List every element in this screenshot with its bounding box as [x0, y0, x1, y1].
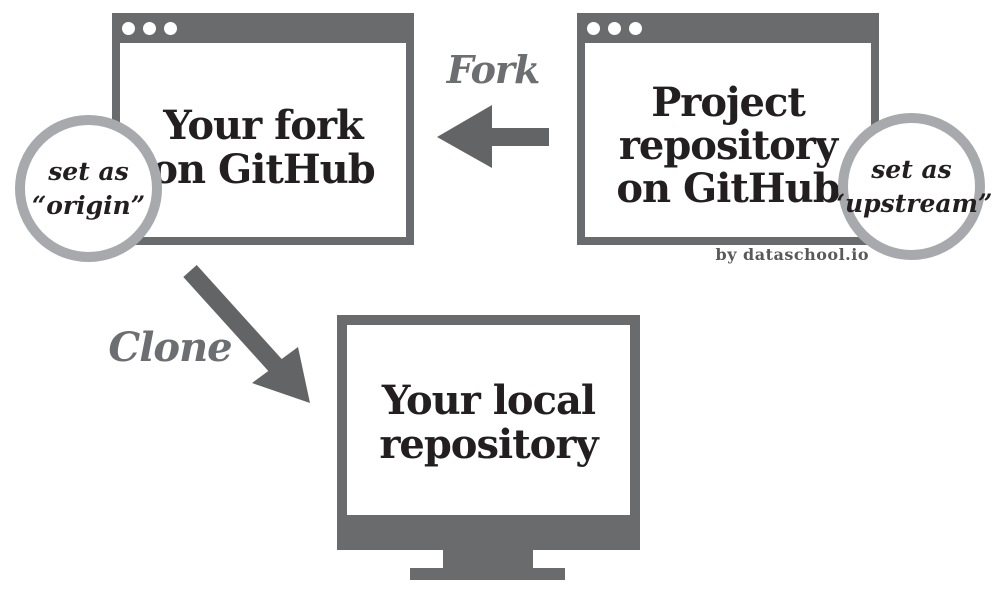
window-titlebar: [587, 22, 642, 35]
fork-arrow-icon: [437, 105, 549, 168]
monitor-stand-base: [410, 568, 565, 580]
window-control-dot: [587, 22, 600, 35]
window-control-dot: [143, 22, 156, 35]
origin-badge: set as “origin”: [15, 115, 162, 262]
upstream-badge-line2: “upstream”: [830, 188, 993, 218]
window-control-dot: [608, 22, 621, 35]
window-control-dot: [164, 22, 177, 35]
project-window-title-line2: repository: [618, 121, 838, 169]
project-window-title-line1: Project: [651, 78, 806, 126]
window-control-dot: [122, 22, 135, 35]
project-window-title-line3: on GitHub: [616, 164, 840, 212]
clone-arrow-icon: [183, 265, 310, 403]
clone-arrow-label: Clone: [108, 324, 232, 371]
credit-text: by dataschool.io: [715, 245, 869, 264]
fork-arrow-label: Fork: [446, 47, 541, 92]
project-window-body: Project repository on GitHub: [585, 43, 871, 237]
fork-window: Your fork on GitHub: [112, 13, 414, 245]
origin-badge-line2: “origin”: [31, 190, 146, 220]
local-repository-title-line1: Your local: [381, 376, 596, 424]
monitor-screen: Your local repository: [347, 325, 630, 515]
fork-window-title-line2: on GitHub: [151, 146, 375, 193]
upstream-badge-line1: set as: [871, 154, 952, 184]
fork-window-title-line1: Your fork: [163, 102, 364, 149]
origin-badge-line1: set as: [48, 156, 129, 186]
project-window: Project repository on GitHub: [577, 13, 879, 245]
project-window-title: Project repository on GitHub: [616, 78, 840, 212]
local-repository-title: Your local repository: [379, 376, 598, 468]
local-repository-title-line2: repository: [379, 420, 598, 468]
window-titlebar: [122, 22, 177, 35]
window-control-dot: [629, 22, 642, 35]
fork-window-body: Your fork on GitHub: [120, 43, 406, 237]
fork-window-title: Your fork on GitHub: [151, 102, 375, 193]
monitor-stand-neck: [443, 550, 533, 568]
local-repository-monitor: Your local repository: [337, 315, 640, 580]
upstream-badge: set as “upstream”: [831, 113, 992, 260]
